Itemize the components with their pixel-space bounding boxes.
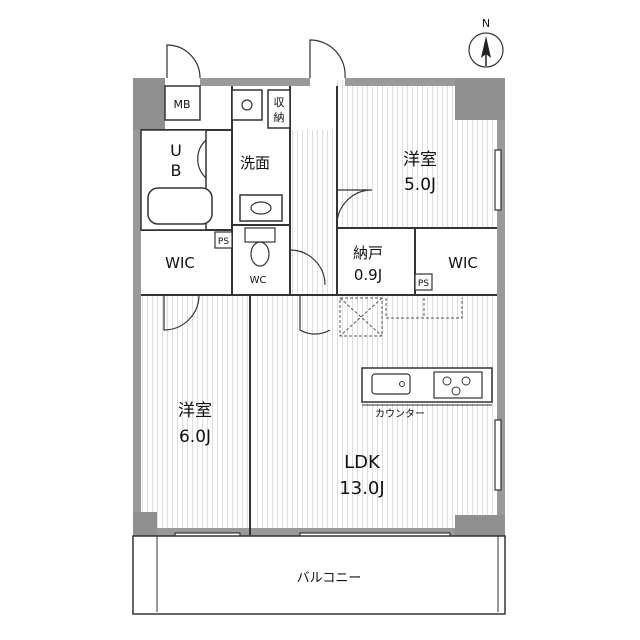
storage-label-1: 収 [274, 96, 285, 109]
doors [163, 39, 373, 335]
compass-icon [468, 32, 504, 68]
counter-label: カウンター [375, 408, 425, 420]
ldk-name: LDK [344, 452, 381, 473]
unit-bath-label-b: B [171, 161, 182, 180]
toilet-tank-icon [244, 227, 276, 243]
washroom-label: 洗面 [240, 154, 270, 172]
pipe-space-1 [214, 231, 233, 249]
balcony [132, 535, 506, 615]
kitchen-sink-icon [371, 373, 411, 395]
pipe-space-2-label: PS [418, 279, 429, 289]
pipe-space-2 [414, 273, 433, 291]
pipe-space-1-label: PS [218, 237, 229, 247]
storage-label-2: 納 [274, 111, 285, 124]
wic-right-label: WIC [448, 254, 478, 272]
bathtub-icon [147, 187, 213, 225]
kitchen-counter [361, 367, 493, 406]
compass-north-label: N [482, 17, 490, 30]
stove-icon [433, 371, 483, 399]
western-room-2-name: 洋室 [178, 401, 212, 421]
balcony-label: バルコニー [297, 571, 362, 586]
toilet-label: WC [250, 275, 267, 286]
sink-icon [239, 194, 283, 222]
western-room-2-size: 6.0J [179, 427, 211, 447]
meter-box-label: MB [173, 98, 190, 111]
western-room-1-name: 洋室 [403, 150, 437, 170]
wic-left-label: WIC [165, 254, 195, 272]
storage [267, 89, 291, 129]
storage-closet-size: 0.9J [354, 266, 382, 284]
storage-closet-name: 納戸 [353, 244, 383, 262]
western-room-1-size: 5.0J [404, 175, 436, 195]
washer-icon [231, 89, 263, 121]
refrigerator-space-icon [339, 297, 463, 337]
ldk-size: 13.0J [339, 478, 384, 499]
toilet-bowl-icon [250, 241, 270, 267]
unit-bath-label-u: U [170, 141, 182, 160]
meter-box [164, 85, 201, 121]
